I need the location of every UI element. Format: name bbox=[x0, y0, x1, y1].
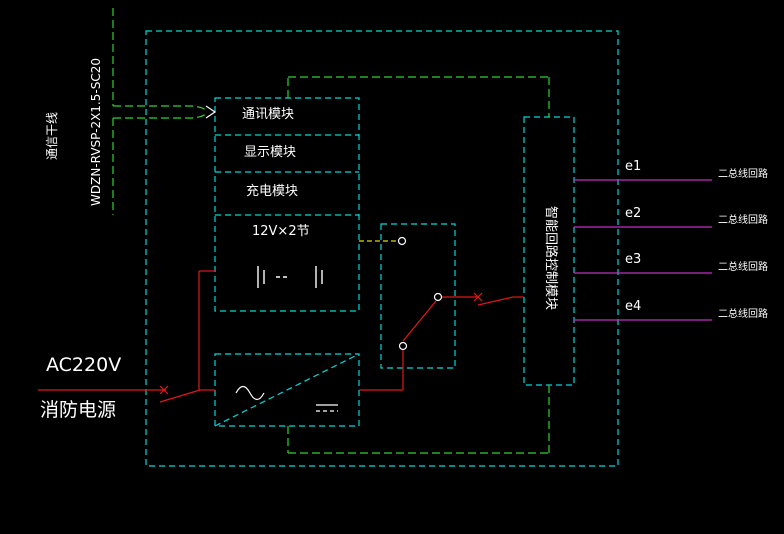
switch-contact-bottom-icon bbox=[398, 341, 408, 351]
output-label-e3: 二总线回路 bbox=[718, 262, 768, 273]
output-label-e4: 二总线回路 bbox=[718, 309, 768, 320]
battery-label: 12V×2节 bbox=[252, 224, 310, 239]
switch-contact-top-icon bbox=[397, 236, 407, 246]
switch-contact-mid-icon bbox=[433, 292, 443, 302]
output-tag-e1: e1 bbox=[625, 159, 642, 174]
battery-symbol-icon bbox=[257, 266, 323, 288]
output-lines bbox=[574, 179, 712, 321]
module-stack bbox=[214, 97, 360, 312]
output-label-e1: 二总线回路 bbox=[718, 169, 768, 180]
comm-input-arrow-icon bbox=[205, 105, 217, 119]
fire-power-label: 消防电源 bbox=[40, 399, 117, 421]
output-label-e2: 二总线回路 bbox=[718, 215, 768, 226]
switch-box bbox=[380, 223, 456, 369]
display-module-label: 显示模块 bbox=[244, 145, 297, 160]
output-tag-e4: e4 bbox=[625, 299, 642, 314]
rectifier-box bbox=[214, 353, 360, 427]
cable-spec-label: WDZN-RVSP-2X1.5-SC20 bbox=[89, 58, 103, 206]
comm-bus-wires bbox=[112, 8, 550, 454]
loop-control-module-label: 智能回路控制模块 bbox=[543, 206, 558, 311]
ac-wave-icon bbox=[235, 385, 265, 401]
bus-trunk-label: 通信干线 bbox=[45, 111, 59, 160]
comm-module-label: 通讯模块 bbox=[242, 107, 295, 122]
ac-voltage-label: AC220V bbox=[46, 354, 122, 376]
power-wires bbox=[38, 270, 524, 403]
enclosure-border bbox=[145, 30, 619, 467]
output-tag-e2: e2 bbox=[625, 206, 642, 221]
output-tag-e3: e3 bbox=[625, 252, 642, 267]
charge-module-label: 充电模块 bbox=[246, 184, 299, 199]
